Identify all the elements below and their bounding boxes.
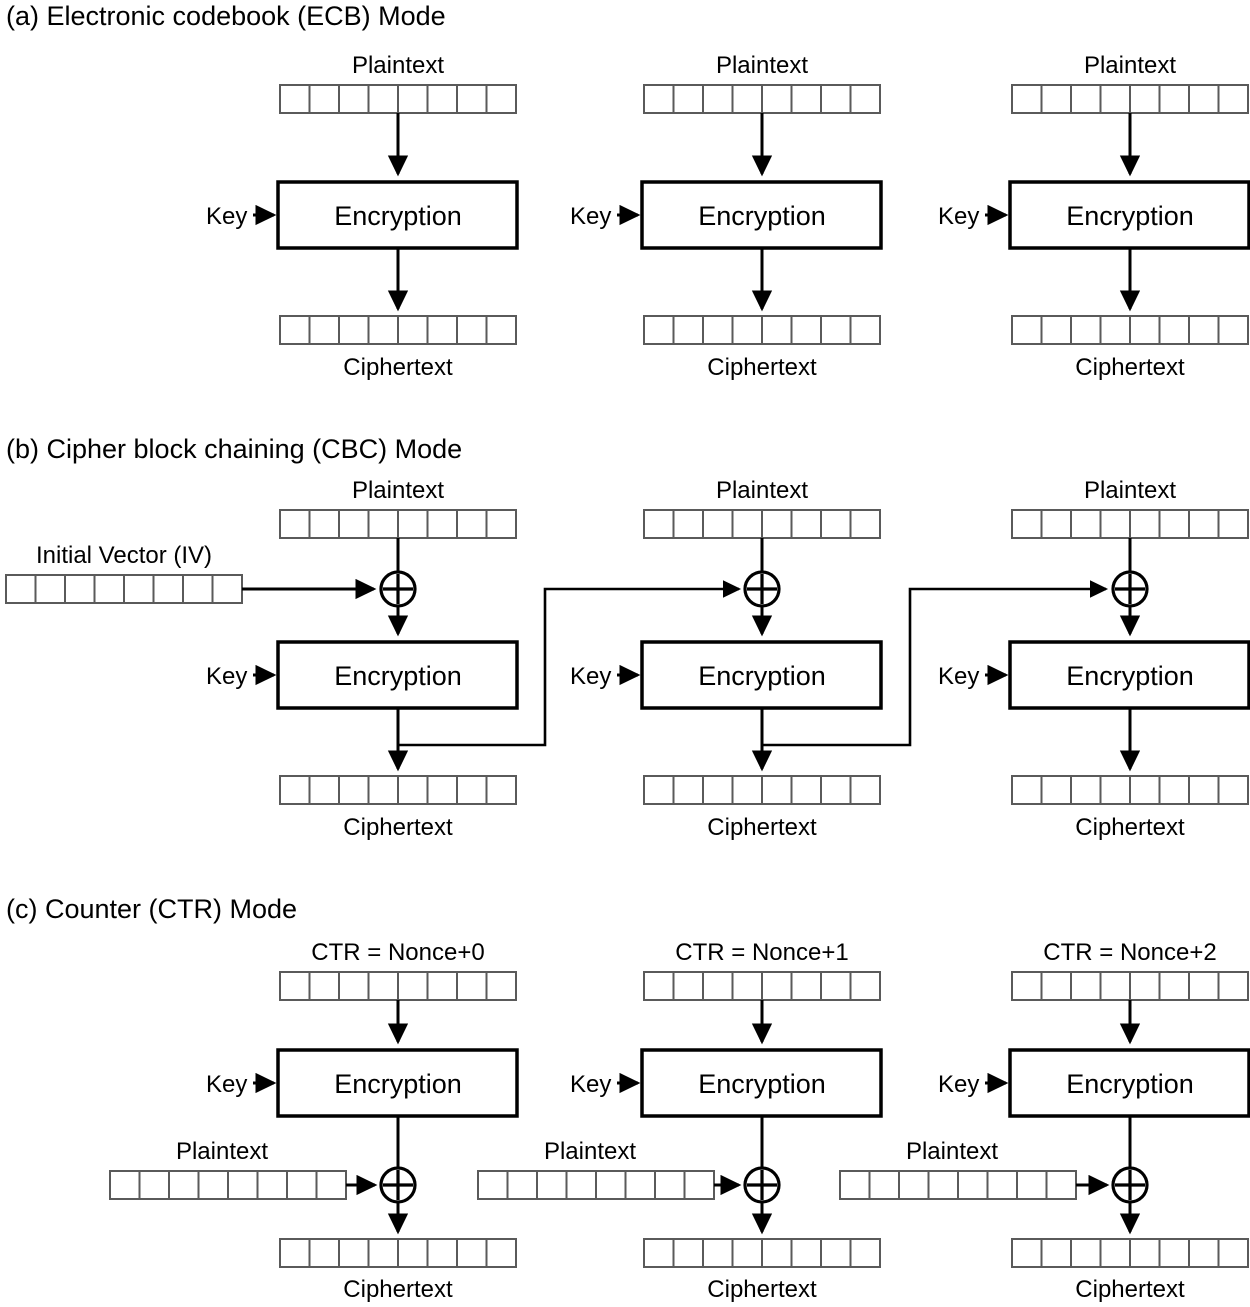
section-heading-ctr: (c) Counter (CTR) Mode	[6, 894, 297, 924]
xor-icon	[743, 1166, 781, 1204]
counter-label: CTR = Nonce+0	[311, 939, 484, 966]
cbc-chain-link-2	[762, 580, 1109, 747]
ciphertext-block	[279, 775, 517, 805]
section-heading-cbc: (b) Cipher block chaining (CBC) Mode	[6, 434, 462, 464]
encryption-box	[1008, 640, 1250, 710]
encryption-box	[276, 640, 519, 710]
encryption-box	[640, 640, 883, 710]
key-label: Key	[938, 203, 979, 230]
xor-icon	[1111, 1166, 1149, 1204]
ciphertext-label: Ciphertext	[707, 1276, 817, 1303]
xor-icon	[1111, 570, 1149, 608]
key-label: Key	[570, 203, 611, 230]
plaintext-label: Plaintext	[544, 1138, 636, 1165]
encryption-label: Encryption	[698, 201, 826, 231]
encryption-box	[1008, 180, 1250, 250]
ciphertext-label: Ciphertext	[1075, 1276, 1185, 1303]
section-heading-ecb: (a) Electronic codebook (ECB) Mode	[6, 1, 446, 31]
key-label: Key	[206, 1071, 247, 1098]
encryption-label: Encryption	[1066, 661, 1194, 691]
ciphertext-block	[279, 315, 517, 345]
plaintext-block	[643, 509, 881, 539]
encryption-box	[1008, 1048, 1250, 1118]
plaintext-block	[477, 1170, 715, 1200]
ciphertext-block	[643, 1238, 881, 1268]
cbc-column-1: Plaintext Encryption Key	[206, 477, 742, 841]
encryption-box	[276, 1048, 519, 1118]
cbc-initial-vector: Initial Vector (IV)	[5, 542, 377, 604]
ciphertext-label: Ciphertext	[1075, 354, 1185, 381]
counter-block	[1011, 971, 1249, 1001]
plaintext-label: Plaintext	[1084, 52, 1176, 79]
ciphertext-block	[279, 1238, 517, 1268]
plaintext-label: Plaintext	[716, 52, 808, 79]
ciphertext-label: Ciphertext	[707, 814, 817, 841]
ecb-column-1: Plaintext Encryption Key Ciphertext	[206, 52, 519, 381]
ciphertext-label: Ciphertext	[343, 354, 453, 381]
cbc-column-3: Plaintext Encryption Key	[938, 477, 1250, 841]
plaintext-label: Plaintext	[176, 1138, 268, 1165]
encryption-box	[640, 1048, 883, 1118]
plaintext-label: Plaintext	[906, 1138, 998, 1165]
counter-block	[643, 971, 881, 1001]
ciphertext-block	[1011, 1238, 1249, 1268]
ctr-column-2: CTR = Nonce+1 Encryption Key Plaintext	[477, 939, 883, 1303]
plaintext-label: Plaintext	[1084, 477, 1176, 504]
initial-vector-label: Initial Vector (IV)	[36, 542, 212, 569]
plaintext-block	[109, 1170, 347, 1200]
ctr-column-1: CTR = Nonce+0 Encryption Key Plaintext	[109, 939, 519, 1303]
counter-label: CTR = Nonce+1	[675, 939, 848, 966]
ecb-column-3: Plaintext Encryption Key Ciphertext	[938, 52, 1250, 381]
ciphertext-block	[643, 775, 881, 805]
counter-label: CTR = Nonce+2	[1043, 939, 1216, 966]
counter-block	[279, 971, 517, 1001]
xor-icon	[379, 1166, 417, 1204]
plaintext-block	[1011, 509, 1249, 539]
xor-icon	[379, 570, 417, 608]
ciphertext-label: Ciphertext	[1075, 814, 1185, 841]
plaintext-block	[839, 1170, 1077, 1200]
ctr-column-3: CTR = Nonce+2 Encryption Key Plaintext	[839, 939, 1250, 1303]
encryption-label: Encryption	[334, 1069, 462, 1099]
ciphertext-block	[1011, 775, 1249, 805]
ciphertext-label: Ciphertext	[707, 354, 817, 381]
ecb-column-2: Plaintext Encryption Key Ciphertext	[570, 52, 883, 381]
plaintext-block	[279, 84, 517, 114]
encryption-label: Encryption	[334, 661, 462, 691]
key-label: Key	[206, 203, 247, 230]
ciphertext-label: Ciphertext	[343, 1276, 453, 1303]
plaintext-label: Plaintext	[716, 477, 808, 504]
key-label: Key	[938, 1071, 979, 1098]
plaintext-block	[279, 509, 517, 539]
encryption-label: Encryption	[698, 661, 826, 691]
key-label: Key	[570, 1071, 611, 1098]
ciphertext-label: Ciphertext	[343, 814, 453, 841]
plaintext-block	[643, 84, 881, 114]
plaintext-block	[1011, 84, 1249, 114]
key-label: Key	[570, 663, 611, 690]
encryption-label: Encryption	[334, 201, 462, 231]
plaintext-label: Plaintext	[352, 477, 444, 504]
ciphertext-block	[1011, 315, 1249, 345]
encryption-label: Encryption	[1066, 1069, 1194, 1099]
encryption-label: Encryption	[1066, 201, 1194, 231]
key-label: Key	[206, 663, 247, 690]
iv-block	[5, 574, 243, 604]
xor-icon	[743, 570, 781, 608]
key-label: Key	[938, 663, 979, 690]
encryption-label: Encryption	[698, 1069, 826, 1099]
plaintext-label: Plaintext	[352, 52, 444, 79]
ciphertext-block	[643, 315, 881, 345]
cbc-chain-link-1	[398, 580, 742, 747]
cbc-column-2: Plaintext Encryption Key	[570, 477, 1109, 841]
